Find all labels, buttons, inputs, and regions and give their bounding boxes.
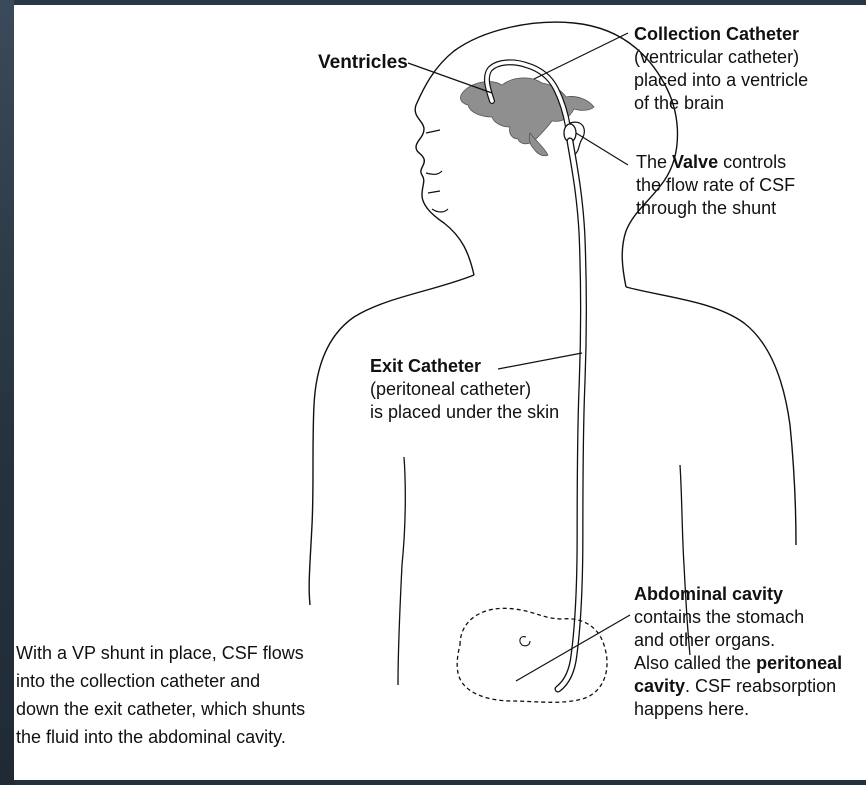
eye (426, 130, 440, 133)
abdominal-cavity-outline (457, 608, 607, 702)
abdominal-line-1: contains the stomach (634, 606, 842, 629)
valve-line-2: the flow rate of CSF (636, 174, 795, 197)
collection-catheter-label: Collection Catheter (ventricular cathete… (634, 23, 808, 115)
valve-line-1: The Valve controls (636, 151, 795, 174)
catheter-tip-curl (520, 637, 530, 646)
ventricles-label: Ventricles (318, 51, 408, 74)
exit-catheter-line-2: is placed under the skin (370, 401, 559, 424)
right-shoulder-outline (626, 287, 796, 545)
abdominal-line-4-post: . CSF reabsorption (685, 676, 836, 696)
abdominal-line-3-pre: Also called the (634, 653, 756, 673)
abdominal-cavity-title: Abdominal cavity (634, 583, 842, 606)
abdominal-line-5: happens here. (634, 698, 842, 721)
exit-catheter-label: Exit Catheter (peritoneal catheter) is p… (370, 355, 559, 424)
leader-ventricles (408, 63, 492, 93)
collection-catheter-line-3: of the brain (634, 92, 808, 115)
abdominal-line-2: and other organs. (634, 629, 842, 652)
abdominal-cavity-label: Abdominal cavity contains the stomach an… (634, 583, 842, 721)
abdominal-line-3: Also called the peritoneal (634, 652, 842, 675)
frame-left-border (0, 0, 14, 785)
leader-valve (576, 133, 628, 165)
valve-line-1-post: controls (718, 152, 786, 172)
collection-catheter-line-2: placed into a ventricle (634, 69, 808, 92)
summary-line-3: down the exit catheter, which shunts (16, 695, 305, 723)
valve-line-3: through the shunt (636, 197, 795, 220)
valve-line-1-bold: Valve (672, 152, 718, 172)
collection-catheter-line-1: (ventricular catheter) (634, 46, 808, 69)
left-arm-inner-line (398, 457, 405, 685)
summary-line-2: into the collection catheter and (16, 667, 305, 695)
chin-line (432, 209, 448, 212)
mouth (428, 191, 440, 193)
exit-catheter-line-1: (peritoneal catheter) (370, 378, 559, 401)
left-shoulder-outline (309, 275, 474, 605)
abdominal-line-4: cavity. CSF reabsorption (634, 675, 842, 698)
collection-catheter-title: Collection Catheter (634, 23, 808, 46)
valve-line-1-pre: The (636, 152, 672, 172)
exit-catheter-title: Exit Catheter (370, 355, 559, 378)
summary-caption: With a VP shunt in place, CSF flows into… (16, 639, 305, 751)
summary-line-4: the fluid into the abdominal cavity. (16, 723, 305, 751)
nostril (426, 171, 442, 174)
leader-collection (534, 33, 628, 79)
abdominal-line-4-bold: cavity (634, 676, 685, 696)
abdominal-line-3-bold: peritoneal (756, 653, 842, 673)
diagram-canvas: Ventricles Collection Catheter (ventricu… (14, 5, 866, 780)
valve-label: The Valve controls the flow rate of CSF … (636, 151, 795, 220)
exit-catheter-inner (558, 141, 584, 689)
summary-line-1: With a VP shunt in place, CSF flows (16, 639, 305, 667)
